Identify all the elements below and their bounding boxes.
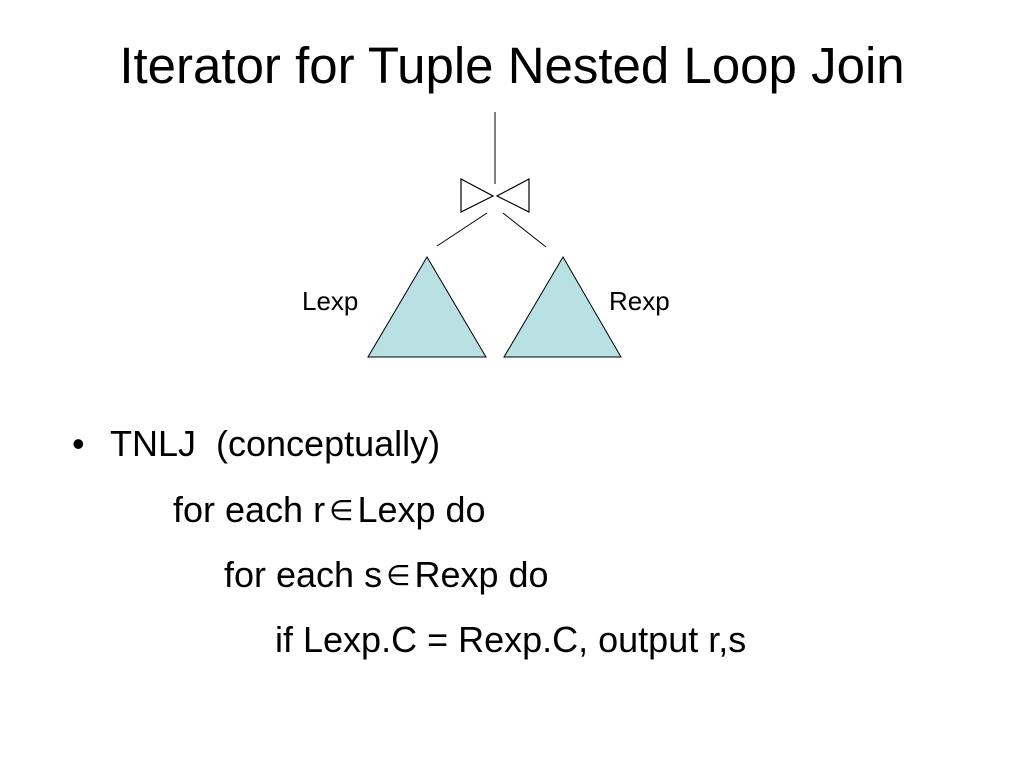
- inner-loop-text: for each s: [224, 554, 383, 595]
- bowtie-join-icon: [460, 178, 530, 213]
- inner-loop-line: for each s∈Rexp do: [224, 553, 549, 598]
- slide-title: Iterator for Tuple Nested Loop Join: [119, 37, 905, 94]
- bullet-marker: •: [72, 423, 85, 464]
- outer-loop-text: for each r: [173, 489, 326, 530]
- right-subtree-triangle: [503, 256, 622, 358]
- inner-loop-relation: Rexp do: [414, 554, 549, 595]
- left-edge: [436, 212, 488, 247]
- right-subtree-label: Rexp: [609, 286, 670, 316]
- element-of-icon: ∈: [329, 494, 354, 527]
- outer-loop-relation: Lexp do: [357, 489, 486, 530]
- bullet-heading: TNLJ (conceptually): [110, 423, 441, 464]
- left-subtree-label: Lexp: [302, 286, 358, 316]
- left-subtree-triangle: [367, 256, 487, 358]
- outer-loop-line: for each r∈Lexp do: [173, 488, 486, 533]
- element-of-icon: ∈: [386, 559, 411, 592]
- join-tree-diagram: Lexp Rexp: [302, 112, 670, 358]
- join-condition-line: if Lexp.C = Rexp.C, output r,s: [275, 619, 747, 660]
- right-edge: [502, 212, 547, 248]
